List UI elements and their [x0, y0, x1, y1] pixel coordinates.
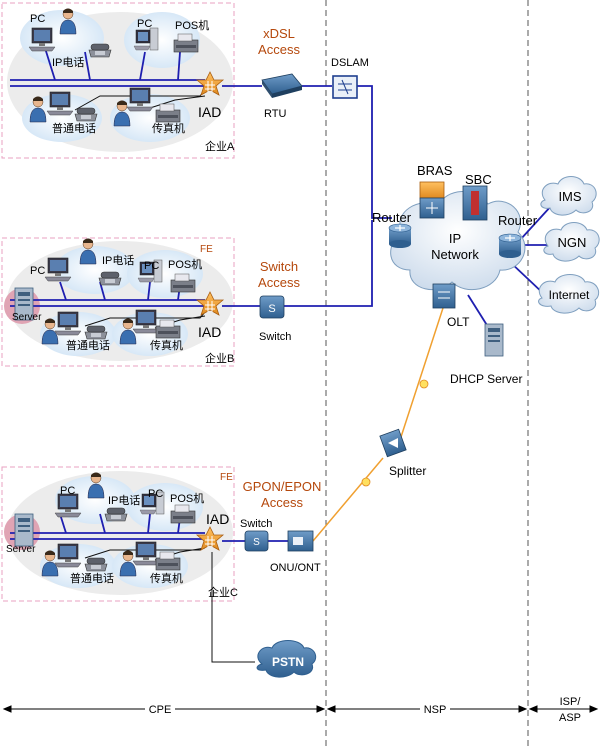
- pstn-label: PSTN: [272, 655, 304, 669]
- ent-c-iad-label: IAD: [206, 511, 229, 527]
- switch-b-icon: S: [259, 295, 285, 319]
- ent-a-pc2-label: PC: [137, 18, 152, 30]
- dslam-label: DSLAM: [331, 57, 369, 69]
- ngn-label: NGN: [558, 235, 587, 250]
- dslam-icon: [332, 75, 358, 99]
- ent-a-phone-label: 普通电话: [52, 121, 96, 135]
- ent-a-iad-label: IAD: [198, 104, 221, 120]
- ip-network-label-2: Network: [431, 247, 479, 262]
- internet-cloud: [538, 274, 600, 314]
- router-right-icon: [498, 233, 522, 259]
- splitter-icon: [379, 428, 407, 458]
- svg-text:S: S: [253, 537, 260, 548]
- sbc-label: SBC: [465, 172, 492, 187]
- olt-label: OLT: [447, 315, 470, 329]
- gpon-access-label-1: GPON/EPON: [243, 479, 322, 494]
- olt-icon: [432, 283, 456, 309]
- ent-a-pos-label: POS机: [175, 18, 209, 32]
- ip-network-label-1: IP: [449, 231, 461, 246]
- ngn-cloud: [543, 222, 600, 262]
- ent-c-phone-label: 普通电话: [70, 571, 114, 585]
- ent-b-server-label: Server: [12, 312, 42, 323]
- enterprise-a-frame: [1, 2, 235, 159]
- gpon-access-label-2: Access: [261, 495, 303, 510]
- switch-c-label: Switch: [240, 518, 272, 530]
- zone-isp-label-2: ASP: [559, 712, 581, 724]
- ent-b-pc2-label: PC: [144, 260, 159, 272]
- internet-label: Internet: [549, 288, 590, 302]
- ent-a-ipphone-label: IP电话: [52, 56, 84, 69]
- ent-c-pc2-label: PC: [148, 488, 163, 500]
- router-left-icon: [388, 223, 412, 249]
- switch-c-icon: S: [244, 530, 269, 552]
- ent-c-pos-label: POS机: [170, 491, 204, 505]
- ent-b-iad-label: IAD: [198, 324, 221, 340]
- ent-a-fax-label: 传真机: [152, 121, 185, 135]
- ims-cloud: [540, 176, 597, 216]
- zone-isp-label-1: ISP/: [560, 696, 582, 708]
- onu-icon: [287, 530, 314, 552]
- xdsl-access-label-1: xDSL: [263, 26, 295, 41]
- ent-a-pc1-label: PC: [30, 13, 45, 25]
- ent-b-pc1-label: PC: [30, 265, 45, 277]
- zone-arrows: [2, 705, 599, 713]
- fiber-markers: [361, 379, 429, 487]
- ent-a-name: 企业A: [205, 139, 235, 153]
- ent-b-fe-label: FE: [200, 244, 213, 255]
- enterprise-c-frame: [1, 466, 235, 602]
- rtu-icon: [261, 73, 303, 98]
- xdsl-access-label-2: Access: [258, 42, 300, 57]
- ent-b-fax-label: 传真机: [150, 338, 183, 352]
- bras-icon: [419, 181, 445, 219]
- router-left-label: Router: [372, 210, 412, 225]
- ent-c-fe-label: FE: [220, 472, 233, 483]
- network-links: [10, 47, 553, 542]
- ent-b-phone-label: 普通电话: [66, 338, 110, 352]
- enterprise-b-frame: [1, 237, 235, 367]
- dhcp-server-label: DHCP Server: [450, 372, 522, 386]
- svg-text:S: S: [268, 303, 275, 315]
- ent-c-fax-label: 传真机: [150, 571, 183, 585]
- ent-b-pos-label: POS机: [168, 257, 202, 271]
- dhcp-server-icon: [484, 323, 504, 357]
- onu-label: ONU/ONT: [270, 562, 321, 574]
- switch-b-label: Switch: [259, 331, 291, 343]
- bras-label: BRAS: [417, 163, 453, 178]
- zone-nsp-label: NSP: [424, 704, 447, 716]
- ent-b-ipphone-label: IP电话: [102, 254, 134, 267]
- ent-b-name: 企业B: [205, 351, 234, 365]
- ent-c-server-label: Server: [6, 544, 36, 555]
- router-right-label: Router: [498, 213, 538, 228]
- sbc-icon: [462, 185, 488, 221]
- ims-label: IMS: [558, 189, 581, 204]
- ent-c-name: 企业C: [208, 585, 238, 599]
- rtu-label: RTU: [264, 108, 286, 120]
- fiber-links: [312, 307, 444, 542]
- ent-c-pc1-label: PC: [60, 485, 75, 497]
- zone-cpe-label: CPE: [149, 704, 172, 716]
- splitter-label: Splitter: [389, 464, 426, 478]
- switch-access-label-1: Switch: [260, 259, 298, 274]
- ent-c-ipphone-label: IP电话: [108, 494, 140, 507]
- pstn-cloud: [256, 640, 317, 678]
- switch-access-label-2: Access: [258, 275, 300, 290]
